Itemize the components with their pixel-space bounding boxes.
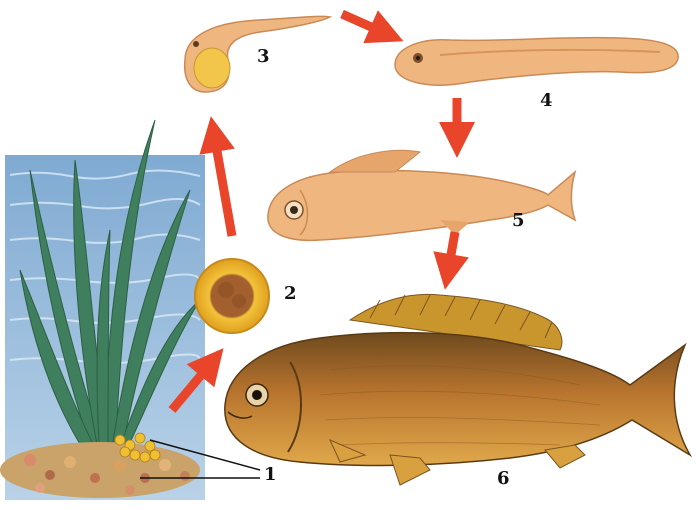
larva-illustration: [395, 38, 678, 86]
fry-illustration: [268, 150, 575, 240]
pebble-ground: [0, 442, 200, 498]
stage-label-1: 1: [264, 466, 277, 484]
stage-label-2: 2: [284, 285, 297, 303]
water-plant-scene: [0, 120, 205, 500]
arrow-5-to-6: [448, 232, 455, 272]
egg-illustration: [195, 259, 269, 333]
stage-label-6: 6: [497, 470, 510, 488]
stage-label-5: 5: [512, 212, 525, 230]
arrow-2-to-3: [214, 134, 232, 236]
adult-fish-illustration: [225, 294, 690, 485]
arrow-3-to-4: [342, 14, 387, 34]
stage-label-3: 3: [257, 48, 270, 66]
stage-label-4: 4: [540, 92, 553, 110]
